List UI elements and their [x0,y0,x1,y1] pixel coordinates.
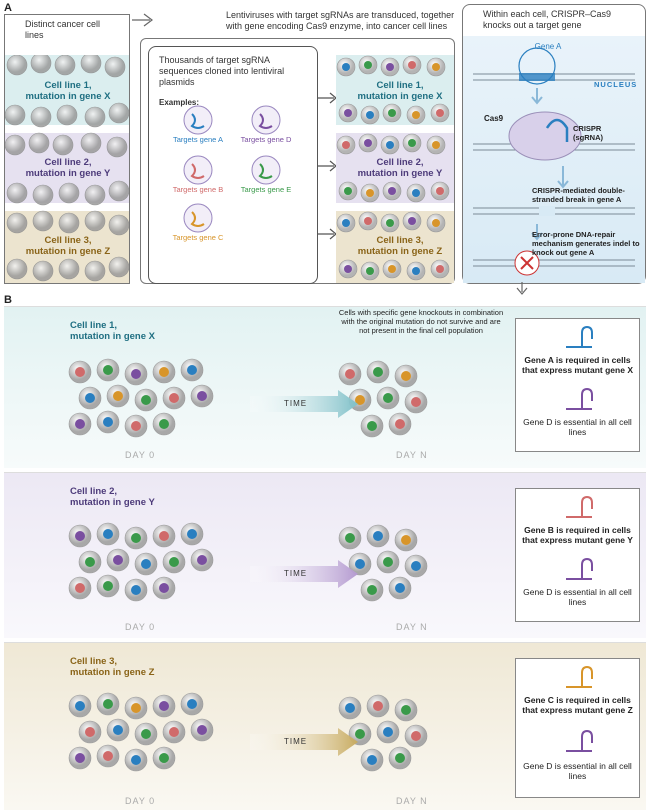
a2-line1-label: Cell line 1, mutation in gene X [350,80,450,102]
result1-ess: Gene D is essential in all cell lines [523,417,632,437]
examples-label: Examples: [159,98,200,107]
within-caption: Within each cell, CRISPR–Cas9 knocks out… [483,9,612,30]
b-line2-l2: mutation in gene Y [70,497,155,508]
result2-ess: Gene D is essential in all cell lines [523,587,632,607]
sgrna-d-icon [566,387,593,410]
b-line3-l2: mutation in gene Z [70,667,155,678]
a2-line2-l1: Cell line 2, [376,157,424,168]
result1-req: Gene A is required in cells that express… [521,355,633,375]
b-line1-l1: Cell line 1, [70,320,117,331]
a-line1-label: Cell line 1, mutation in gene X [14,80,122,102]
result-box-1: Gene A is required in cells that express… [515,318,640,452]
a-line2-label: Cell line 2, mutation in gene Y [14,157,122,179]
b-line3-label: Cell line 3, mutation in gene Z [70,656,154,678]
panel-b-cells [68,358,428,772]
dayn-label-1: DAY N [396,450,428,460]
distinct-cells-illustration [5,55,129,283]
b-line1-l2: mutation in gene X [70,331,155,342]
time-label-2: TIME [284,569,308,578]
thousands-caption: Thousands of target sgRNA sequences clon… [159,55,285,87]
b-line3-l1: Cell line 3, [70,656,117,667]
a-line2-l1: Cell line 2, [44,157,92,168]
transduced-cells-illustration [336,55,454,283]
survive-caption: Cells with specific gene knockouts in co… [338,308,504,335]
panel-a-label: A [4,2,12,14]
time-label-3: TIME [284,737,308,746]
virus-illustrations [183,105,281,233]
a-line1-l2: mutation in gene X [25,91,111,102]
panel-b-label: B [4,294,12,306]
b-line2-l1: Cell line 2, [70,486,117,497]
a-line3-label: Cell line 3, mutation in gene Z [14,235,122,257]
plasmid-box: Thousands of target sgRNA sequences clon… [148,46,318,284]
a2-line2-l2: mutation in gene Y [357,168,443,179]
crispr-illustration [463,36,645,283]
target-e-label: Targets gene E [240,185,292,194]
gene-a-label: Gene A [534,42,562,51]
a-line2-l2: mutation in gene Y [25,168,111,179]
a2-line2-label: Cell line 2, mutation in gene Y [350,157,450,179]
dayn-label-2: DAY N [396,622,428,632]
result-box-2: Gene B is required in cells that express… [515,488,640,622]
result3-ess: Gene D is essential in all cell lines [523,761,632,781]
day0-label-1: DAY 0 [125,450,156,460]
sgrna-b-icon [566,495,593,518]
sgrna-d-icon [566,729,593,752]
target-b-label: Targets gene B [172,185,224,194]
b-line2-label: Cell line 2, mutation in gene Y [70,486,155,508]
down-arrow-icon [516,282,528,295]
target-c-label: Targets gene C [172,233,224,242]
crispr-label: CRISPR (sgRNA) [573,124,603,142]
result-box-3: Gene C is required in cells that express… [515,658,640,798]
dayn-label-3: DAY N [396,796,428,806]
time-arrow-2 [250,560,358,588]
distinct-cell-lines-caption: Distinct cancer cell lines [25,19,101,40]
break-caption: CRISPR-mediated double-stranded break in… [532,186,625,204]
a2-line1-l1: Cell line 1, [376,80,424,91]
cas9-label: Cas9 [484,114,504,123]
nucleus-label: NUCLEUS [594,80,638,89]
b-line1-label: Cell line 1, mutation in gene X [70,320,155,342]
a-line1-l1: Cell line 1, [44,80,92,91]
target-d-label: Targets gene D [240,135,292,144]
result2-req: Gene B is required in cells that express… [522,525,633,545]
result3-req: Gene C is required in cells that express… [522,695,633,715]
time-arrow-3 [250,728,358,756]
sgrna-a-icon [566,325,593,348]
repair-caption: Error-prone DNA-repair mechanism generat… [532,230,640,257]
a2-line1-l2: mutation in gene X [357,91,443,102]
a-line3-l2: mutation in gene Z [25,246,111,257]
a-line3-l1: Cell line 3, [44,235,92,246]
day0-label-2: DAY 0 [125,622,156,632]
lentivirus-caption: Lentiviruses with target sgRNAs are tran… [226,10,455,31]
time-label-1: TIME [284,399,308,408]
day0-label-3: DAY 0 [125,796,156,806]
arrow-right-icon [132,13,153,27]
target-a-label: Targets gene A [172,135,224,144]
a2-line3-label: Cell line 3, mutation in gene Z [350,235,450,257]
time-arrow-1 [250,390,358,418]
a2-line3-l2: mutation in gene Z [357,246,443,257]
sgrna-d-icon [566,557,593,580]
a2-line3-l1: Cell line 3, [376,235,424,246]
sgrna-c-icon [566,665,593,688]
